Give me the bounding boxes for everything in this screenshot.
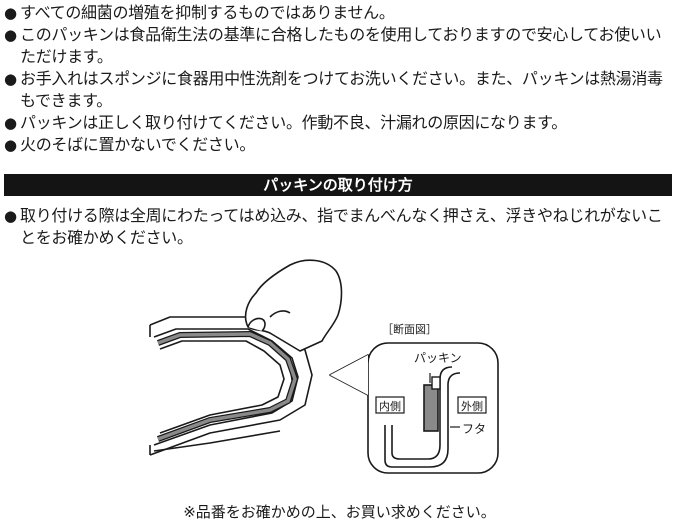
precaution-text: お手入れはスポンジに食器用中性洗剤をつけてお洗いください。また、パッキンは熱湯消… bbox=[20, 69, 663, 110]
cross-section-box bbox=[330, 342, 499, 474]
precaution-list: ● すべての細菌の増殖を抑制するものではありません。 ● このパッキンは食品衛生… bbox=[4, 2, 676, 156]
precaution-item: ● このパッキンは食品衛生法の基準に合格したものを使用しておりますので安心してお… bbox=[4, 24, 676, 68]
precaution-item: ● お手入れはスポンジに食器用中性洗剤をつけてお洗いください。また、パッキンは熱… bbox=[4, 68, 676, 112]
instruction-list: ● 取り付ける際は全周にわたってはめ込み、指でまんべんなく押さえ、浮きやねじれが… bbox=[4, 205, 676, 249]
precaution-text: 火のそばに置かないでください。 bbox=[20, 135, 256, 154]
precaution-text: すべての細菌の増殖を抑制するものではありません。 bbox=[20, 3, 395, 22]
bullet-icon: ● bbox=[4, 207, 17, 225]
bullet-icon: ● bbox=[4, 70, 17, 88]
precaution-item: ● すべての細菌の増殖を抑制するものではありません。 bbox=[4, 2, 676, 24]
lid-label: フタ bbox=[462, 422, 486, 436]
inner-side-label: 内側 bbox=[379, 399, 401, 413]
container-lid-drawing bbox=[149, 316, 313, 456]
packing-label: パッキン bbox=[414, 351, 462, 365]
precaution-item: ● 火のそばに置かないでください。 bbox=[4, 134, 676, 156]
precaution-text: パッキンは正しく取り付けてください。作動不良、汁漏れの原因になります。 bbox=[20, 113, 567, 132]
precaution-text: このパッキンは食品衛生法の基準に合格したものを使用しておりますので安心してお使い… bbox=[20, 25, 662, 66]
packing-installation-illustration: ［断面図］ パッキン 内側 外側 フタ bbox=[149, 259, 499, 474]
packing-gasket-drawing bbox=[156, 330, 299, 442]
instruction-item: ● 取り付ける際は全周にわたってはめ込み、指でまんべんなく押さえ、浮きやねじれが… bbox=[4, 205, 676, 249]
hand-drawing bbox=[244, 259, 343, 352]
instruction-text: 取り付ける際は全周にわたってはめ込み、指でまんべんなく押さえ、浮きやねじれがない… bbox=[20, 206, 663, 247]
section-title-banner: パッキンの取り付け方 bbox=[4, 174, 672, 196]
precaution-item: ● パッキンは正しく取り付けてください。作動不良、汁漏れの原因になります。 bbox=[4, 112, 676, 134]
cross-section-label: ［断面図］ bbox=[382, 322, 437, 336]
diagram-labels: ［断面図］ パッキン 内側 外側 フタ bbox=[379, 322, 486, 436]
bullet-icon: ● bbox=[4, 4, 17, 22]
bullet-icon: ● bbox=[4, 136, 17, 154]
outer-side-label: 外側 bbox=[461, 400, 483, 413]
bullet-icon: ● bbox=[4, 114, 17, 132]
footer-note: ※品番をお確かめの上、お買い求めください。 bbox=[183, 503, 496, 521]
bullet-icon: ● bbox=[4, 26, 17, 44]
packing-cross-section bbox=[423, 384, 439, 432]
